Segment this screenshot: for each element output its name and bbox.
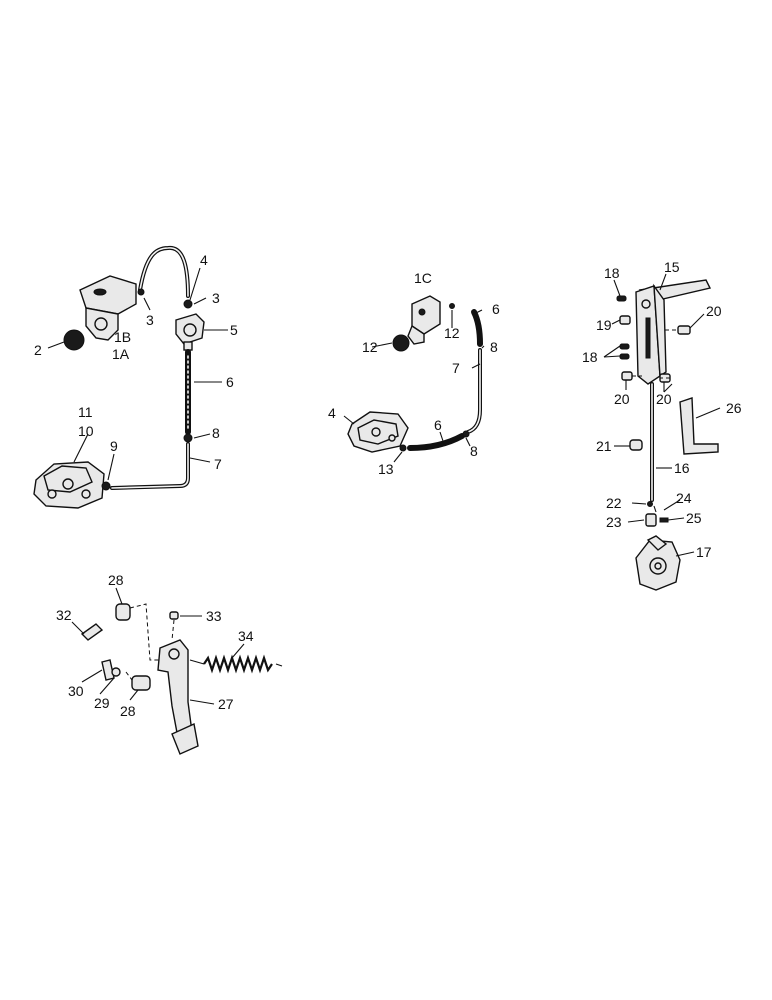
parking-brake-caliper [635,535,681,591]
left-brake-assembly [33,245,228,509]
label-32: 32 [56,607,72,623]
label-26: 26 [726,400,742,416]
label-20-top: 20 [706,303,722,319]
master-cylinder-bracket [79,275,137,341]
label-15: 15 [664,259,680,275]
sleeve [80,623,104,641]
label-25: 25 [686,510,702,526]
label-10-left: 10 [78,423,94,439]
label-34: 34 [238,628,254,644]
label-13: 13 [378,461,394,477]
flex-hose-top [471,309,483,347]
label-16: 16 [674,460,690,476]
label-1c: 1C [414,270,432,286]
label-24: 24 [676,490,692,506]
bushing-top [115,603,131,621]
label-19: 19 [596,317,612,333]
label-30: 30 [68,683,84,699]
label-7-left: 7 [214,456,222,472]
parking-brake-lever [635,279,712,385]
label-8-left: 8 [212,425,220,441]
label-6-middle-top: 6 [492,301,500,317]
label-21: 21 [596,438,612,454]
parking-brake-assembly [603,273,721,591]
brake-caliper-middle [347,411,409,453]
mounting-bracket [679,397,719,455]
brake-line [110,442,190,490]
label-2: 2 [34,342,42,358]
label-27: 27 [218,696,234,712]
label-1b: 1B [114,329,131,345]
label-11: 11 [78,404,93,420]
label-12-cap: 12 [362,339,378,355]
label-8-middle-top: 8 [490,339,498,355]
flex-hose-bottom [407,433,465,451]
label-1a: 1A [112,346,130,362]
label-4-middle: 4 [328,405,336,421]
return-spring [189,654,283,674]
label-6-middle-bottom: 6 [434,417,442,433]
label-20-right: 20 [656,391,672,407]
label-7-middle: 7 [452,360,460,376]
callout-labels: 1A 1B 2 3 3 4 5 6 7 8 9 10 11 1C 12 12 6… [34,252,742,719]
brake-caliper [33,461,111,509]
label-17: 17 [696,544,712,560]
reservoir-cap [63,329,85,351]
label-23: 23 [606,514,622,530]
label-6-left: 6 [226,374,234,390]
label-9: 9 [110,438,118,454]
label-29: 29 [94,695,110,711]
label-18-middle: 18 [582,349,598,365]
bushing-bottom [131,675,151,691]
label-12-fitting: 12 [444,325,460,341]
label-28-bottom: 28 [120,703,136,719]
label-22: 22 [606,495,622,511]
label-28-top: 28 [108,572,124,588]
brake-valve [175,313,205,351]
label-18-top: 18 [604,265,620,281]
pedal-assembly [71,587,283,755]
label-5: 5 [230,322,238,338]
reservoir-cap-12 [392,334,410,352]
middle-brake-assembly [343,295,485,463]
label-3-right: 3 [212,290,220,306]
label-4-left: 4 [200,252,208,268]
master-cylinder-1c [407,295,441,345]
label-8-middle-bottom: 8 [470,443,478,459]
label-20-left: 20 [614,391,630,407]
washer [111,667,121,677]
label-3-left: 3 [146,312,154,328]
label-33: 33 [206,608,222,624]
